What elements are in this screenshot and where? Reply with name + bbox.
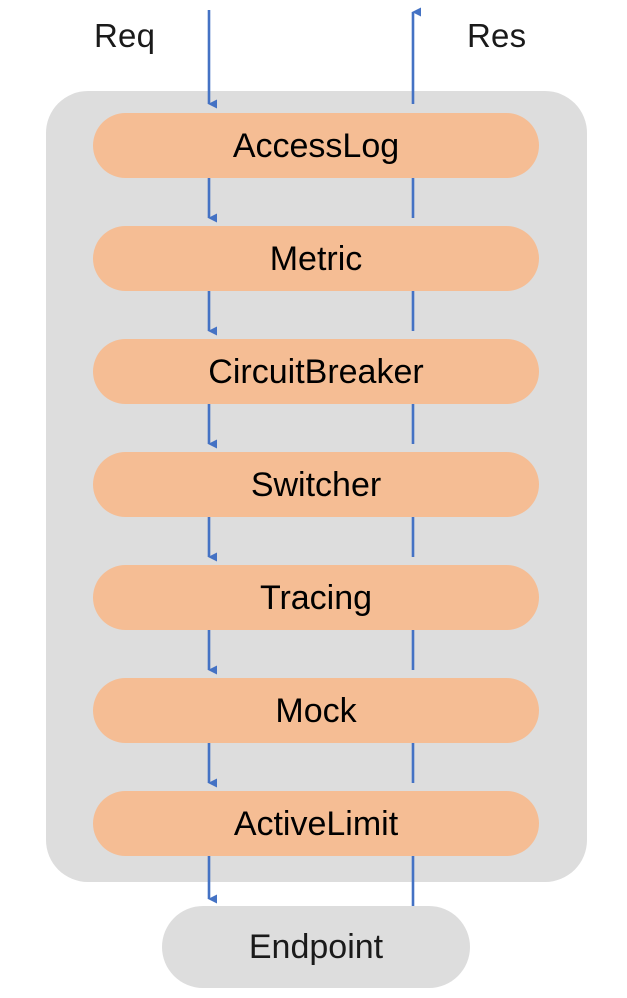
endpoint-box[interactable]: Endpoint <box>162 906 470 988</box>
filter-label: CircuitBreaker <box>208 352 424 391</box>
filter-label: Metric <box>269 239 363 278</box>
filter-label: ActiveLimit <box>233 804 399 843</box>
filter-box-tracing[interactable]: Tracing <box>93 565 539 630</box>
filter-box-activelimit[interactable]: ActiveLimit <box>93 791 539 856</box>
response-label: Res <box>467 17 527 54</box>
filter-label: Mock <box>275 691 357 730</box>
request-label: Req <box>94 17 156 54</box>
filter-box-metric[interactable]: Metric <box>93 226 539 291</box>
filter-box-switcher[interactable]: Switcher <box>93 452 539 517</box>
filter-label: Tracing <box>259 578 373 617</box>
filter-label: AccessLog <box>232 126 400 165</box>
filter-box-circuitbreaker[interactable]: CircuitBreaker <box>93 339 539 404</box>
filter-label: Switcher <box>250 465 382 504</box>
filter-box-accesslog[interactable]: AccessLog <box>93 113 539 178</box>
endpoint-label: Endpoint <box>248 928 384 966</box>
filter-box-mock[interactable]: Mock <box>93 678 539 743</box>
